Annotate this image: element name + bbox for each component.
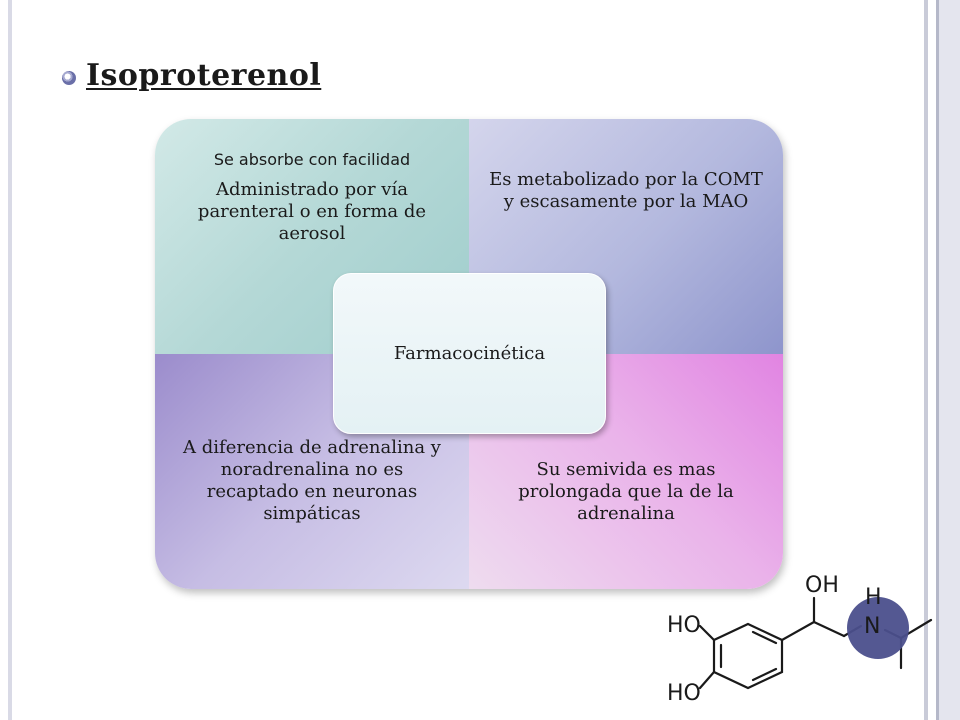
bullet-icon bbox=[62, 70, 76, 85]
label-h: H bbox=[865, 585, 882, 610]
isoproterenol-structure: OH H N HO HO bbox=[667, 573, 933, 706]
slide-frame-left bbox=[8, 0, 12, 720]
benzene-ring bbox=[712, 622, 784, 690]
slide-title: Isoproterenol bbox=[86, 58, 322, 93]
label-oh-top: OH bbox=[805, 573, 839, 598]
amine-highlight bbox=[847, 597, 909, 659]
center-label: Farmacocinética bbox=[393, 343, 546, 364]
title-row: Isoproterenol bbox=[62, 58, 321, 93]
quadrant-top-left: Se absorbe con facilidad Administrado po… bbox=[155, 119, 469, 354]
quadrant-top-left-line1: Se absorbe con facilidad bbox=[213, 150, 411, 169]
label-n: N bbox=[864, 614, 880, 639]
label-ho-upper: HO bbox=[667, 613, 701, 638]
label-ho-lower: HO bbox=[667, 681, 701, 706]
center-label-box: Farmacocinética bbox=[333, 273, 606, 434]
slide-frame-right bbox=[918, 0, 960, 720]
quadrant-top-left-line2: Administrado por vía parenteral o en for… bbox=[197, 179, 427, 244]
